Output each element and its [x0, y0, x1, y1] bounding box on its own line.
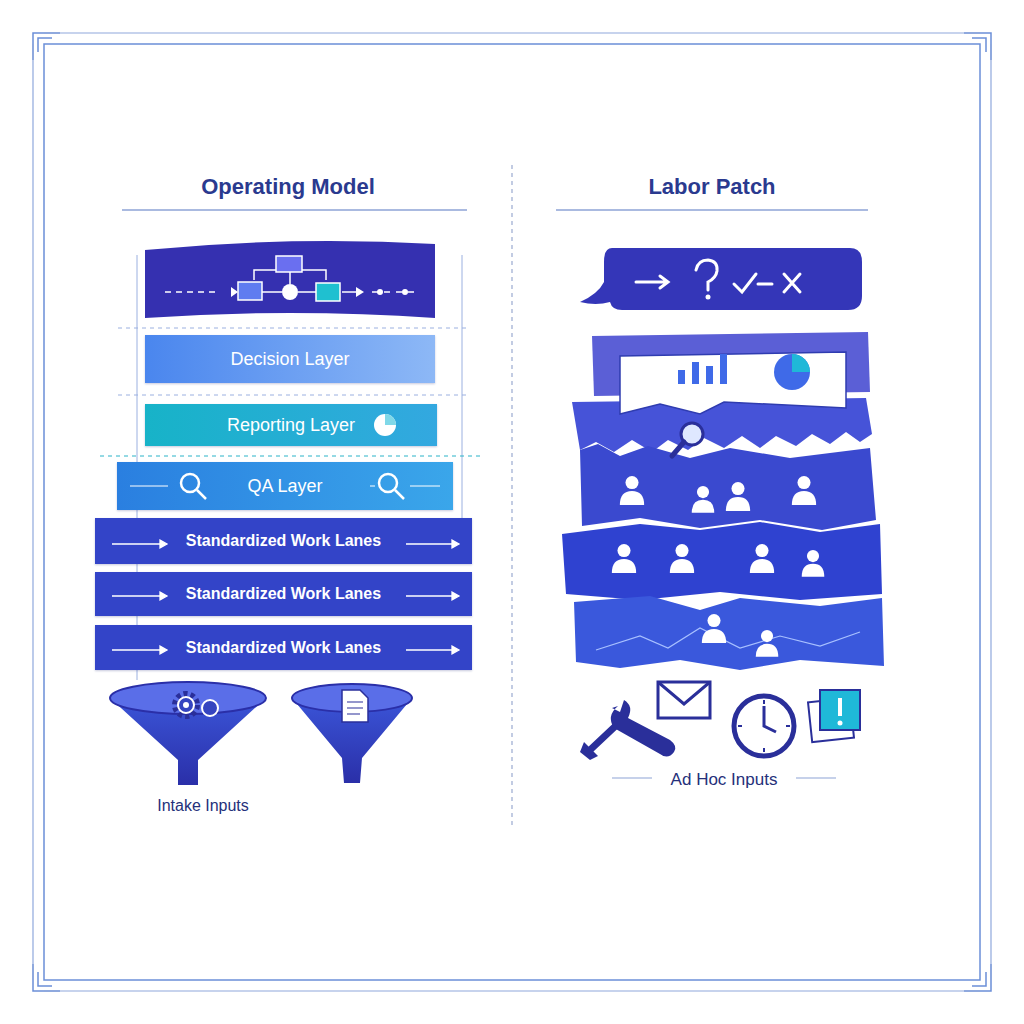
divider	[511, 165, 512, 828]
pie-icon	[374, 414, 396, 436]
guide-lines	[100, 255, 480, 680]
input-caption: Ad Hoc Inputs	[671, 770, 778, 790]
qa-magnifiers	[130, 474, 440, 499]
band-label: QA Layer	[247, 476, 322, 497]
intake-funnel	[110, 682, 412, 785]
heading-rule	[122, 209, 467, 211]
layer-band: Standardized Work Lanes	[95, 572, 472, 616]
layer-band: Standardized Work Lanes	[95, 625, 472, 670]
band-label: Standardized Work Lanes	[186, 639, 381, 657]
band-label: Standardized Work Lanes	[186, 532, 381, 550]
patch-bands	[562, 332, 884, 670]
column-heading: Operating Model	[201, 174, 375, 200]
input-caption: Intake Inputs	[157, 797, 249, 815]
layer-band: Reporting Layer	[145, 404, 437, 446]
band-label: Standardized Work Lanes	[186, 585, 381, 603]
band-label: Reporting Layer	[227, 415, 355, 436]
frame	[33, 33, 991, 991]
column-heading: Labor Patch	[648, 174, 775, 200]
lane-arrows	[112, 540, 459, 654]
heading-rule	[556, 209, 868, 211]
gear-icon	[175, 694, 218, 716]
layer-band: Standardized Work Lanes	[95, 518, 472, 564]
process-banner	[145, 241, 435, 318]
question-bubble	[580, 248, 862, 310]
layer-band: QA Layer	[117, 462, 453, 510]
band-label: Decision Layer	[230, 349, 349, 370]
document-icon	[342, 690, 368, 722]
layer-band: Decision Layer	[145, 335, 435, 383]
ad-hoc-icons	[580, 682, 860, 778]
